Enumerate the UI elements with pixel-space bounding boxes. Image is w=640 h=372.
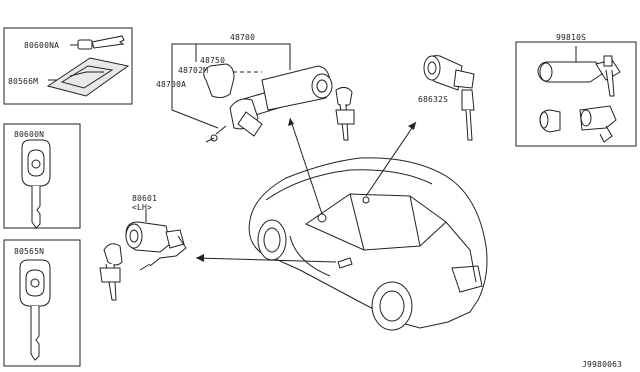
label-99810s: 99810S xyxy=(556,33,587,42)
door-cylinder-icon xyxy=(99,210,187,301)
key-80600n-box xyxy=(3,123,81,229)
label-48700: 48700 xyxy=(230,33,256,42)
label-80565n: 80565N xyxy=(14,247,45,256)
key-blank-box xyxy=(3,27,133,105)
key-80600n-icon xyxy=(21,139,51,229)
car-illustration xyxy=(248,157,488,331)
label-80601: 80601 xyxy=(132,194,158,203)
leader-arrows xyxy=(195,117,417,263)
label-48750: 48750 xyxy=(200,56,226,65)
label-48702m: 48702M xyxy=(178,66,209,75)
lock-set-box xyxy=(515,41,637,147)
label-80600n: 80600N xyxy=(14,130,45,139)
key-blank-icon xyxy=(70,35,125,50)
label-48700a: 48700A xyxy=(156,80,187,89)
key-plate-icon xyxy=(46,57,130,97)
label-lh: <LH> xyxy=(132,203,153,212)
steering-lock-assembly-icon xyxy=(171,43,355,143)
diagram-id: J9980063 xyxy=(582,360,623,369)
key-80565n-box xyxy=(3,239,81,367)
label-80566m: 80566M xyxy=(8,77,39,86)
lock-set-icon xyxy=(537,46,621,143)
label-80600na: 80600NA xyxy=(24,41,60,50)
label-68632s: 68632S xyxy=(418,95,449,104)
trunk-cylinder-icon xyxy=(423,55,475,141)
key-80565n-icon xyxy=(19,259,51,361)
